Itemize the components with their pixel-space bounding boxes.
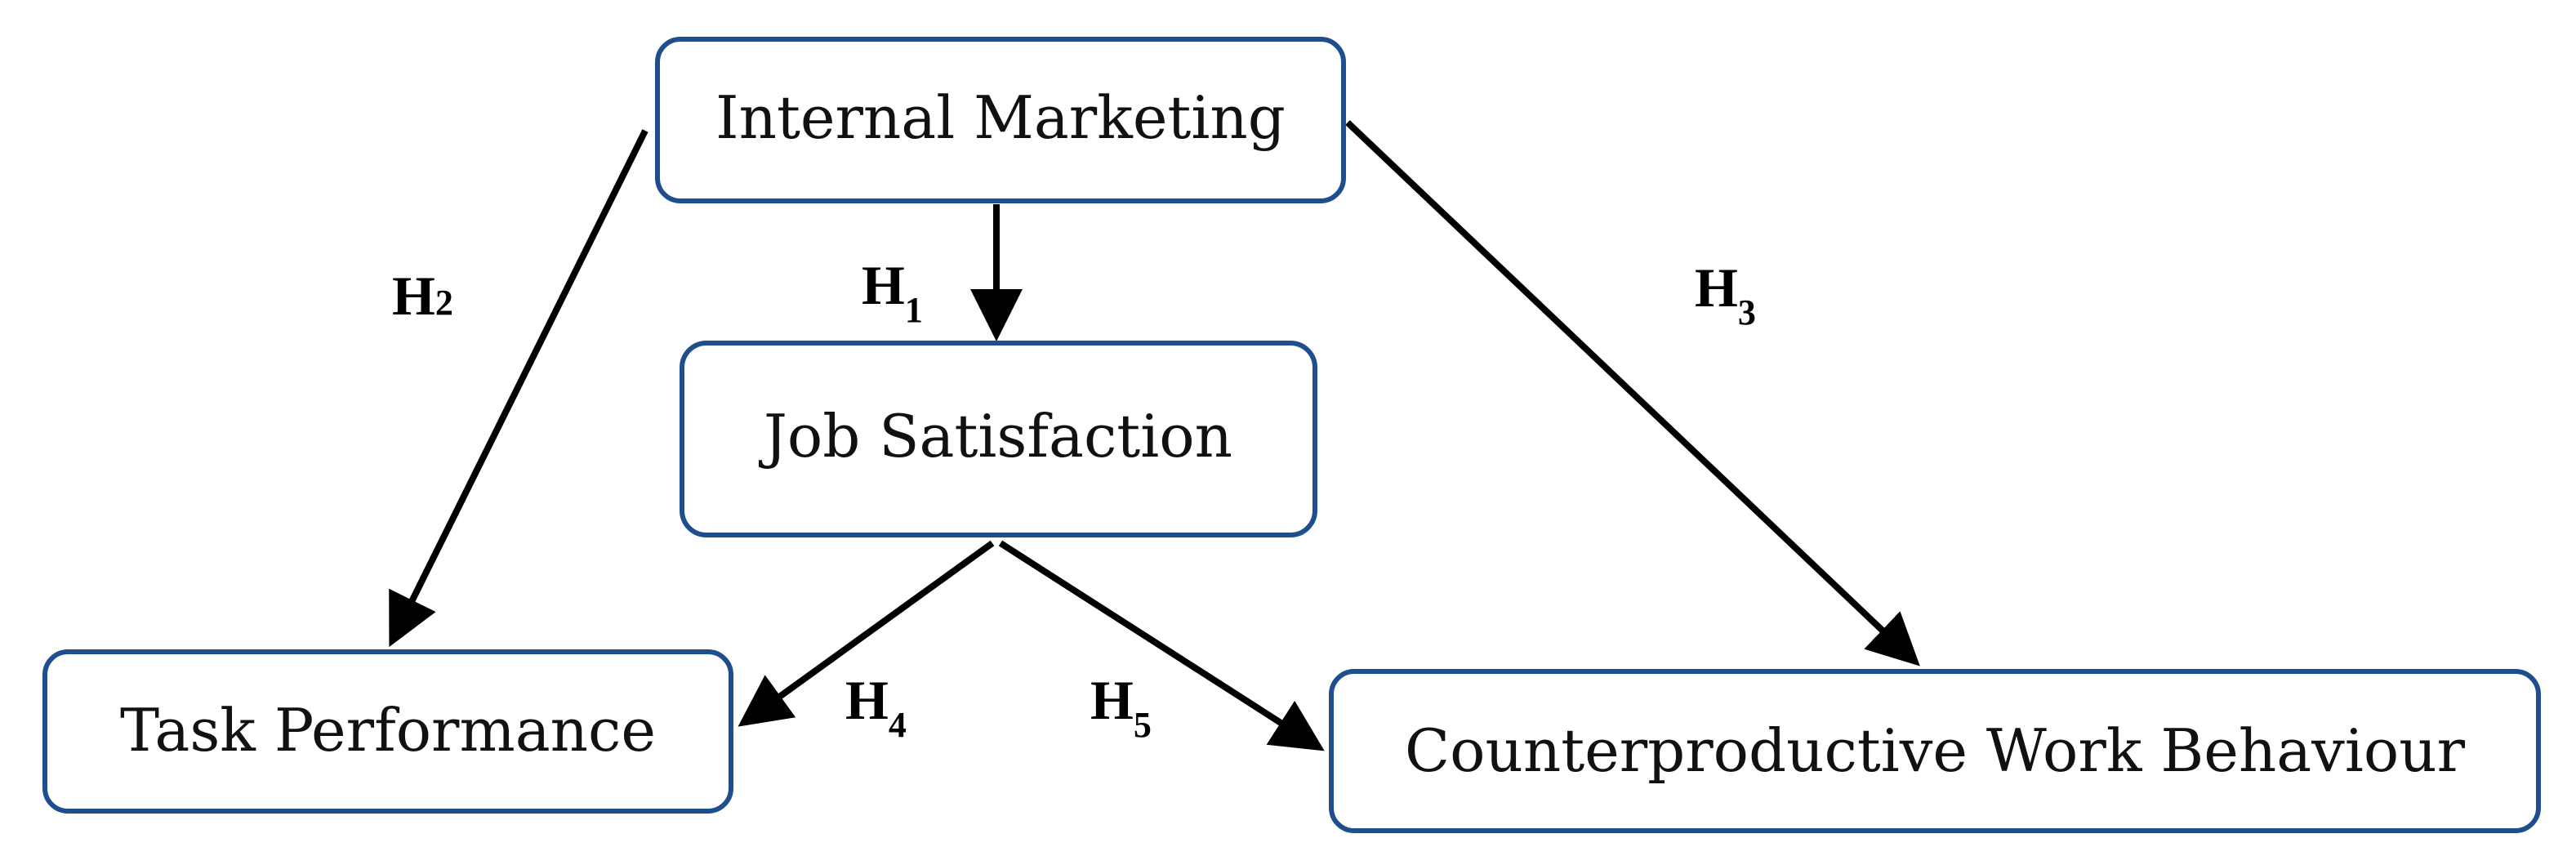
arrow-h4	[738, 540, 995, 727]
hypothesis-label-h2: H2	[392, 265, 453, 327]
arrow-h3	[1345, 120, 1920, 667]
node-internal-marketing-label: Internal Marketing	[715, 83, 1286, 152]
hypothesis-label-h1: H1	[862, 254, 923, 330]
node-internal-marketing: Internal Marketing	[655, 37, 1346, 203]
node-counterproductive-work-behaviour-label: Counterproductive Work Behaviour	[1405, 716, 2466, 785]
hypothesis-label-h4: H4	[845, 669, 907, 745]
node-task-performance-label: Task Performance	[120, 696, 656, 765]
hypothesis-label-h5: H5	[1090, 669, 1152, 745]
node-counterproductive-work-behaviour: Counterproductive Work Behaviour	[1329, 669, 2541, 833]
arrow-h2	[389, 129, 648, 648]
node-job-satisfaction: Job Satisfaction	[680, 341, 1317, 537]
arrow-h5	[998, 540, 1325, 751]
hypothesis-label-h3: H3	[1695, 256, 1756, 332]
node-task-performance: Task Performance	[42, 649, 733, 814]
node-job-satisfaction-label: Job Satisfaction	[758, 402, 1232, 470]
